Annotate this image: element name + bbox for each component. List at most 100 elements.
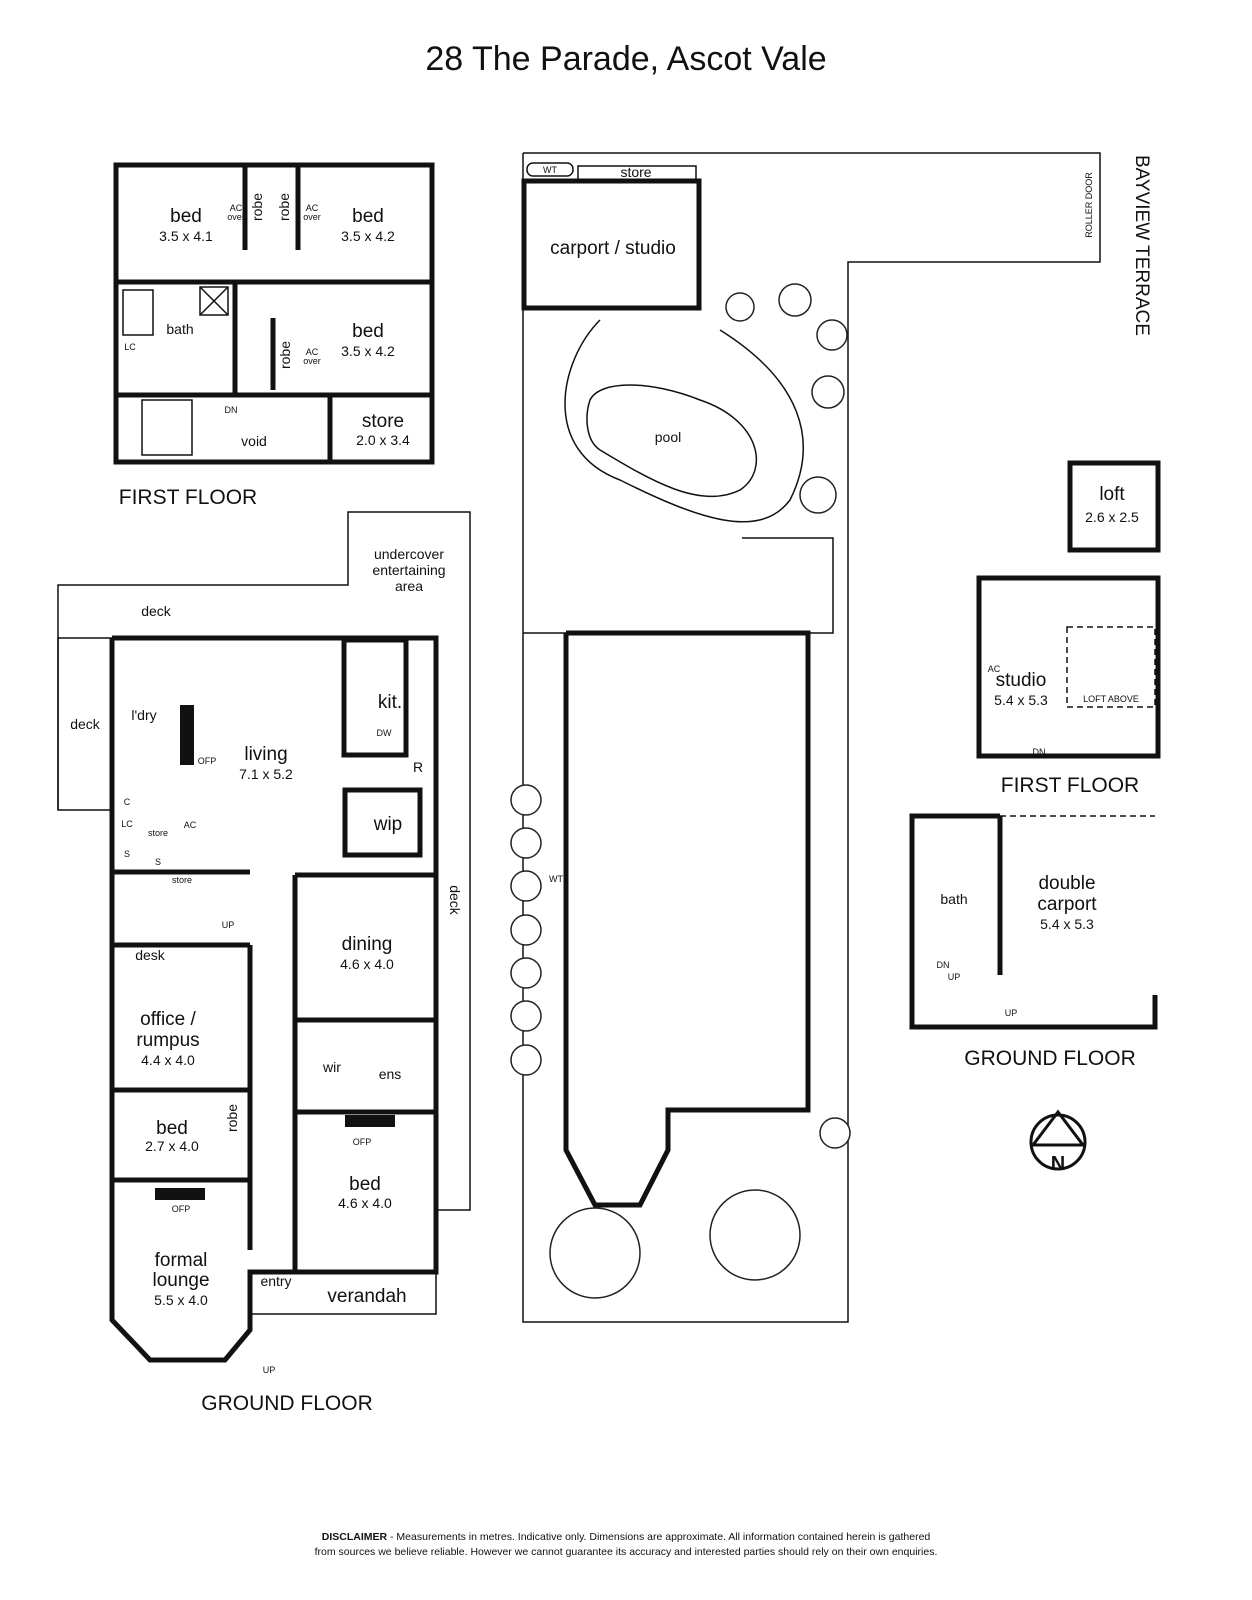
dn-label: DN xyxy=(1033,747,1046,757)
outbuilding-plan: loft 2.6 x 2.5 studio 5.4 x 5.3 LOFT ABO… xyxy=(909,460,1161,1070)
page-title: 28 The Parade, Ascot Vale xyxy=(425,40,827,78)
room-dimensions: 7.1 x 5.2 xyxy=(239,766,293,782)
undercover-label: area xyxy=(395,578,423,594)
desk-label: desk xyxy=(135,947,166,963)
room-label: bed xyxy=(349,1174,381,1195)
verandah-label: verandah xyxy=(327,1286,406,1307)
bath-label: bath xyxy=(940,891,967,907)
undercover-label: entertaining xyxy=(372,562,445,578)
room-dimensions: 4.6 x 4.0 xyxy=(340,956,394,972)
carport-studio-label: carport / studio xyxy=(550,238,676,259)
wip-label: wip xyxy=(373,814,403,835)
room-dimensions: 2.0 x 3.4 xyxy=(356,432,410,448)
room-label: rumpus xyxy=(136,1030,199,1051)
robe-label: robe xyxy=(277,341,293,369)
ac-label: AC xyxy=(306,203,319,213)
deck-label: deck xyxy=(141,603,172,619)
lc-label: LC xyxy=(124,342,136,352)
first-floor-plan: bed 3.5 x 4.1 bed 3.5 x 4.2 bed 3.5 x 4.… xyxy=(113,162,435,509)
wt-label: WT xyxy=(549,874,563,884)
room-label: bed xyxy=(156,1118,188,1139)
room-label: bed xyxy=(352,206,384,227)
room-label: lounge xyxy=(152,1270,209,1291)
s-label: S xyxy=(124,849,130,859)
entry-label: entry xyxy=(260,1273,291,1289)
room-dimensions: 4.6 x 4.0 xyxy=(338,1195,392,1211)
robe-label: robe xyxy=(224,1104,240,1132)
robe-label: robe xyxy=(249,193,265,221)
disclaimer-text: from sources we believe reliable. Howeve… xyxy=(314,1546,938,1558)
up-label: UP xyxy=(1005,1008,1018,1018)
site-plan: store WT WT carport / studio pool ROLLER… xyxy=(510,152,1152,1323)
ground-floor-plan: deck deck deck undercover entertaining a… xyxy=(57,511,471,1415)
kitchen-label: kit. xyxy=(378,692,402,713)
void-label: void xyxy=(241,433,267,449)
room-dimensions: 3.5 x 4.1 xyxy=(159,228,213,244)
disclaimer-text: - Measurements in metres. Indicative onl… xyxy=(387,1531,931,1543)
room-label: double xyxy=(1038,873,1095,894)
room-dimensions: 2.7 x 4.0 xyxy=(145,1138,199,1154)
compass-label: N xyxy=(1051,1153,1065,1175)
room-dimensions: 2.6 x 2.5 xyxy=(1085,509,1139,525)
c-label: C xyxy=(124,797,131,807)
disclaimer: DISCLAIMER - Measurements in metres. Ind… xyxy=(0,1530,1252,1560)
wt-label: WT xyxy=(543,165,557,175)
fridge-label: R xyxy=(413,759,423,775)
ac-label: AC xyxy=(988,664,1001,674)
room-label: carport xyxy=(1037,894,1097,915)
room-dimensions: 5.4 x 5.3 xyxy=(994,692,1048,708)
floor-heading: FIRST FLOOR xyxy=(119,486,257,509)
wir-label: wir xyxy=(322,1059,341,1075)
robe-label: robe xyxy=(276,193,292,221)
ofp-label: OFP xyxy=(172,1204,191,1214)
s-label: S xyxy=(155,857,161,867)
ac-label: AC xyxy=(230,203,243,213)
room-label: formal xyxy=(155,1250,208,1271)
dn-label: DN xyxy=(225,405,238,415)
over-label: over xyxy=(303,212,321,222)
bath-label: bath xyxy=(166,321,193,337)
store-label: store xyxy=(620,164,651,180)
room-dimensions: 5.5 x 4.0 xyxy=(154,1292,208,1308)
ac-label: AC xyxy=(184,820,197,830)
pool-label: pool xyxy=(655,429,681,445)
room-dimensions: 3.5 x 4.2 xyxy=(341,228,395,244)
undercover-label: undercover xyxy=(374,546,444,562)
ens-label: ens xyxy=(379,1066,402,1082)
room-label: bed xyxy=(170,206,202,227)
room-label: bed xyxy=(352,321,384,342)
over-label: over xyxy=(227,212,245,222)
ac-label: AC xyxy=(306,347,319,357)
up-label: UP xyxy=(948,972,961,982)
loft-above-label: LOFT ABOVE xyxy=(1083,694,1139,704)
store-label: store xyxy=(148,828,168,838)
floor-heading: FIRST FLOOR xyxy=(1001,774,1139,797)
ofp-label: OFP xyxy=(198,756,217,766)
laundry-label: l'dry xyxy=(131,707,156,723)
room-label: store xyxy=(362,411,404,432)
ofp-label: OFP xyxy=(353,1137,372,1147)
room-dimensions: 4.4 x 4.0 xyxy=(141,1052,195,1068)
room-label: loft xyxy=(1099,484,1125,505)
room-label: office / xyxy=(140,1009,196,1030)
up-label: UP xyxy=(263,1365,276,1375)
store-label: store xyxy=(172,875,192,885)
street-name: BAYVIEW TERRACE xyxy=(1131,155,1152,336)
room-dimensions: 3.5 x 4.2 xyxy=(341,343,395,359)
floor-heading: GROUND FLOOR xyxy=(964,1047,1136,1070)
floor-heading: GROUND FLOOR xyxy=(201,1392,373,1415)
deck-label: deck xyxy=(70,716,101,732)
room-label: dining xyxy=(342,934,393,955)
deck-label: deck xyxy=(447,885,463,916)
dw-label: DW xyxy=(377,728,392,738)
north-compass-icon: N xyxy=(1029,1109,1087,1175)
room-label: studio xyxy=(996,670,1047,691)
roller-door-label: ROLLER DOOR xyxy=(1084,172,1094,238)
dn-label: DN xyxy=(937,960,950,970)
room-dimensions: 5.4 x 5.3 xyxy=(1040,916,1094,932)
disclaimer-title: DISCLAIMER xyxy=(321,1531,388,1543)
tree-icons xyxy=(510,283,851,1299)
up-label: UP xyxy=(222,920,235,930)
room-label: living xyxy=(244,744,287,765)
